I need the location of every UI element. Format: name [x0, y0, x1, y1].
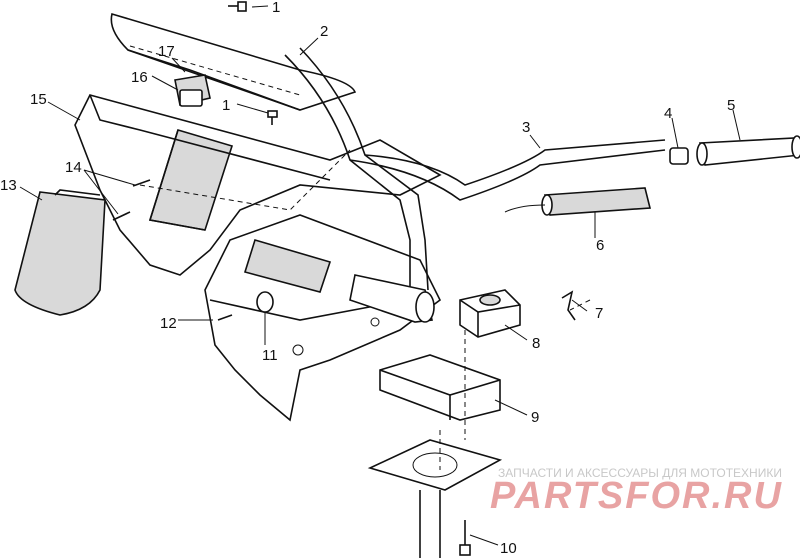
mounting-plate: [367, 439, 503, 558]
callout-11: 11: [262, 347, 278, 364]
callout-labels: 1 1 2 3 4 5 6 7 8 9 10 11 12 13 14 15 16…: [0, 0, 735, 557]
callout-17: 17: [158, 43, 175, 60]
callout-3: 3: [522, 119, 530, 136]
watermark: ЗАПЧАСТИ И АКСЕССУАРЫ ДЛЯ МОТОТЕХНИКИ PA…: [490, 466, 783, 517]
callout-7: 7: [595, 305, 603, 322]
callout-13: 13: [0, 177, 17, 194]
callout-2: 2: [320, 23, 328, 40]
callout-16: 16: [131, 69, 148, 86]
callout-9: 9: [531, 409, 539, 426]
windshield: [14, 189, 106, 316]
screws: [112, 1, 471, 556]
callout-5: 5: [727, 97, 735, 114]
callout-1-top: 1: [272, 0, 280, 16]
watermark-brand: PARTSFOR.RU: [490, 475, 783, 517]
end-plug: [669, 147, 689, 165]
handlebar-pod: [74, 94, 442, 276]
callout-12: 12: [160, 315, 177, 332]
watermark-tagline: ЗАПЧАСТИ И АКСЕССУАРЫ ДЛЯ МОТОТЕХНИКИ: [498, 466, 782, 480]
callout-8: 8: [532, 335, 540, 352]
callout-10: 10: [500, 540, 517, 557]
lower-housing: [204, 214, 442, 422]
spring-clip: [561, 290, 576, 321]
grip: [696, 135, 800, 166]
callout-15: 15: [30, 91, 47, 108]
heated-grip: [504, 187, 652, 216]
alignment-lines: [439, 299, 591, 470]
leader-lines: [19, 5, 741, 546]
handlebar-tube: [284, 47, 666, 323]
clamp-top: [459, 289, 521, 338]
callout-6: 6: [596, 237, 604, 254]
callout-4: 4: [664, 105, 672, 122]
clamp-base: [379, 354, 501, 421]
switch: [174, 74, 211, 107]
callout-1-mid: 1: [222, 97, 230, 114]
callout-14: 14: [65, 159, 82, 176]
top-cover: [110, 12, 357, 111]
